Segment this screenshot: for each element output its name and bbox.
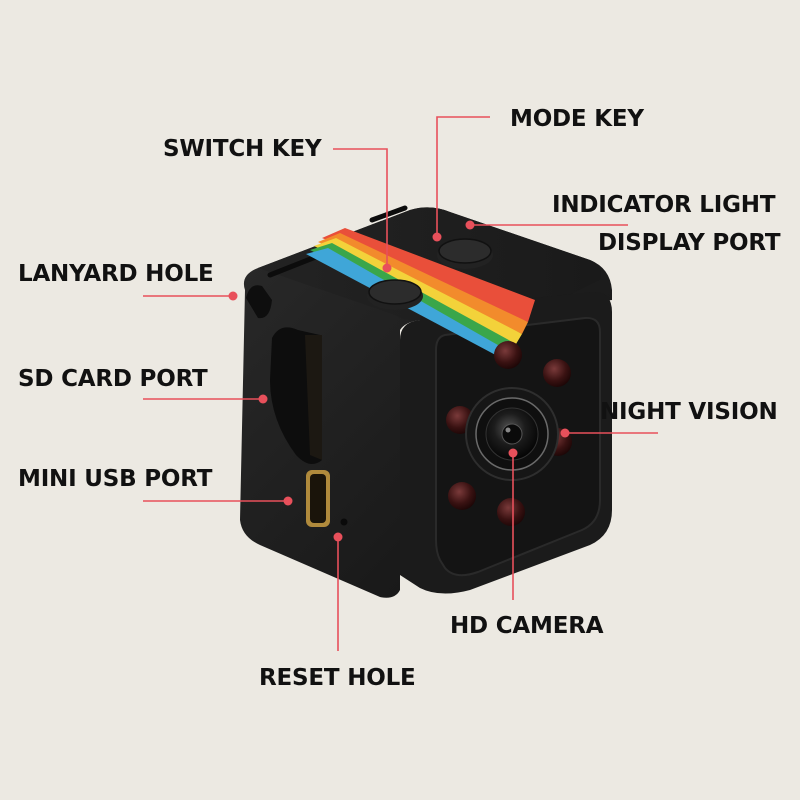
label-indicator-light: INDICATOR LIGHT: [552, 192, 776, 218]
switch-key-button: [367, 279, 423, 310]
label-display-port: DISPLAY PORT: [598, 230, 781, 256]
label-sd-card-port: SD CARD PORT: [18, 366, 208, 392]
callout-dots: [228, 220, 570, 542]
callout-lines: [143, 116, 658, 651]
label-night-vision: NIGHT VISION: [600, 399, 778, 425]
label-mini-usb-port: MINI USB PORT: [18, 466, 213, 492]
mode-key-button: [437, 238, 493, 269]
label-switch-key: SWITCH KEY: [163, 136, 322, 162]
hd-camera-lens: [465, 387, 559, 481]
label-reset-hole: RESET HOLE: [259, 665, 416, 691]
label-mode-key: MODE KEY: [510, 106, 644, 132]
sd-card-slot: [270, 327, 322, 464]
label-hd-camera: HD CAMERA: [450, 613, 604, 639]
label-lanyard-hole: LANYARD HOLE: [18, 261, 214, 287]
mini-usb-port: [306, 470, 348, 527]
